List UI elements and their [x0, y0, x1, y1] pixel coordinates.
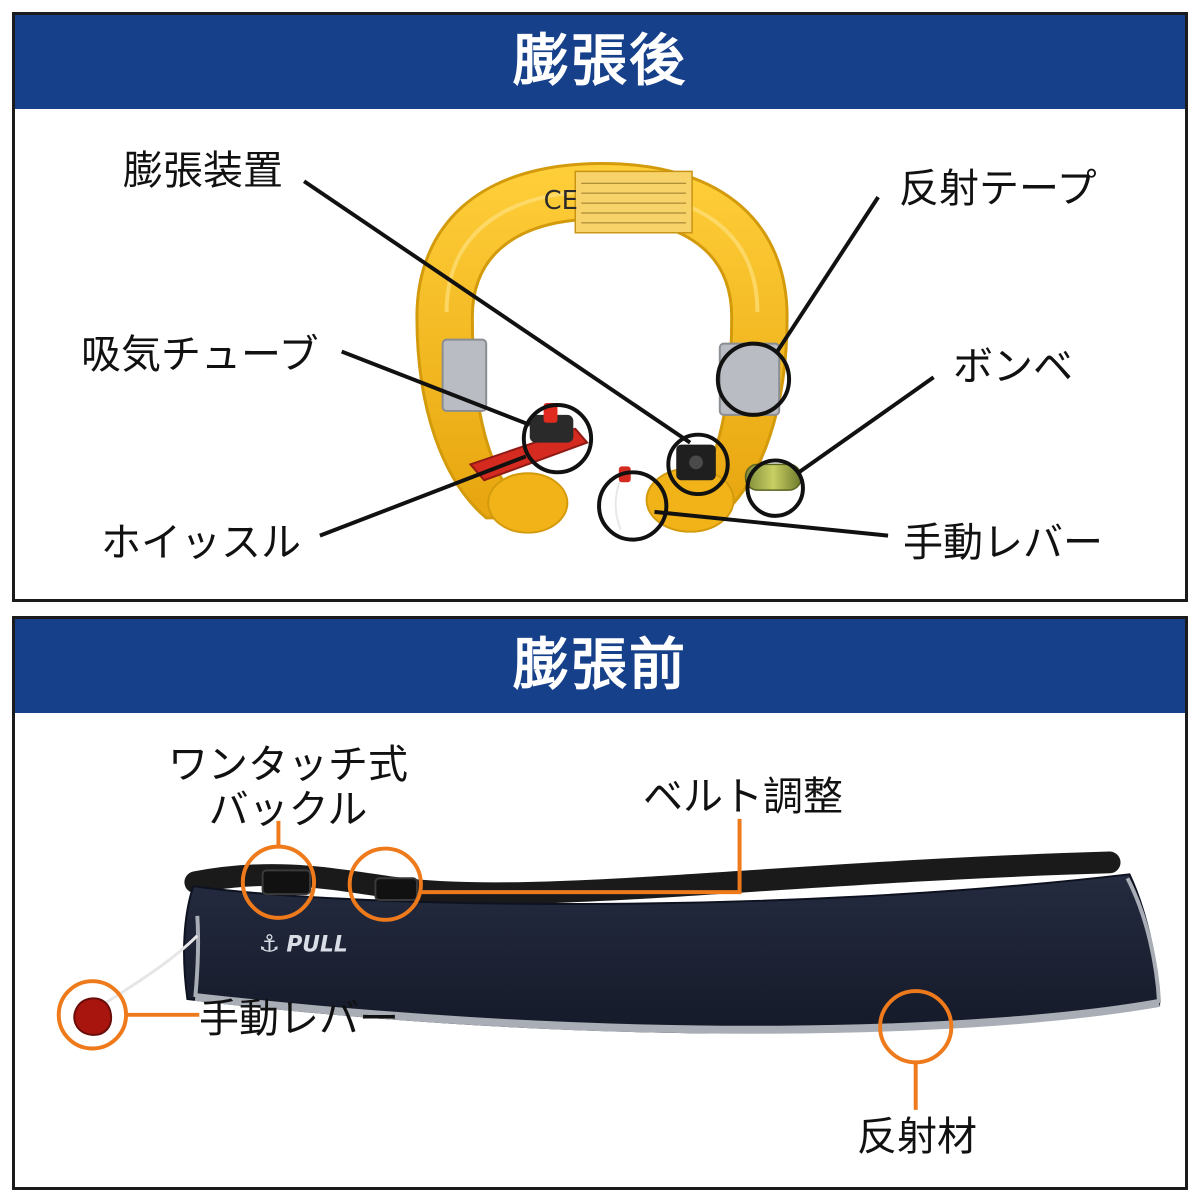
- buckle-label-line2: バックル: [208, 786, 368, 833]
- after-inflation-panel: CE: [12, 12, 1188, 602]
- top-leader-lines: [302, 179, 935, 538]
- reflective-material-label: 反射材: [857, 1114, 977, 1160]
- manual-lever-label-top: 手動レバー: [903, 520, 1103, 566]
- before-inflation-title: 膨張前: [15, 619, 1185, 713]
- manual-lever-grip: [73, 997, 113, 1036]
- ce-mark: CE: [544, 186, 578, 216]
- inflation-tube-head: [529, 414, 574, 443]
- belt-adjuster: [374, 877, 418, 902]
- one-touch-buckle: [261, 869, 312, 896]
- manual-lever-callout: [597, 470, 669, 542]
- inflator-label: 膨張装置: [123, 148, 283, 194]
- manual-lever-label-bottom: 手動レバー: [199, 996, 399, 1042]
- inflated-lifejacket-illustration: CE: [302, 161, 935, 542]
- manual-lever-cord: [95, 934, 199, 1011]
- before-inflation-panel: ⚓ PULL 膨張前 ワンタッチ式 バックル ベルト調整 手動レバー 反射材: [12, 616, 1188, 1190]
- reflective-tape-label: 反射テープ: [899, 166, 1097, 212]
- whistle-label: ホイッスル: [101, 520, 301, 566]
- after-inflation-title: 膨張後: [15, 15, 1185, 109]
- cylinder-label: ボンベ: [953, 344, 1073, 390]
- inflator-button: [689, 455, 703, 470]
- bottom-leader-lines: [126, 818, 918, 1110]
- inflation-tube-label: 吸気チューブ: [81, 332, 319, 378]
- cylinder-callout: [745, 458, 805, 518]
- belt-adjust-label: ベルト調整: [643, 774, 843, 820]
- one-touch-buckle-label: ワンタッチ式 バックル: [163, 743, 413, 833]
- inflation-tube-callout: [521, 403, 594, 475]
- reflective-material-callout: [878, 989, 954, 1065]
- buckle-label-line1: ワンタッチ式: [168, 742, 408, 788]
- anchor-icon: ⚓: [259, 929, 280, 957]
- ce-label: [574, 170, 693, 234]
- reflective-piping: [194, 993, 1160, 1034]
- belt-lifejacket-illustration: ⚓ PULL: [56, 818, 1162, 1110]
- top-callout-circles: [521, 341, 805, 542]
- belt-adjust-callout: [347, 846, 423, 922]
- pull-mark: PULL: [286, 932, 347, 957]
- reflective-tape-callout: [715, 341, 792, 417]
- inflator-callout: [666, 432, 730, 497]
